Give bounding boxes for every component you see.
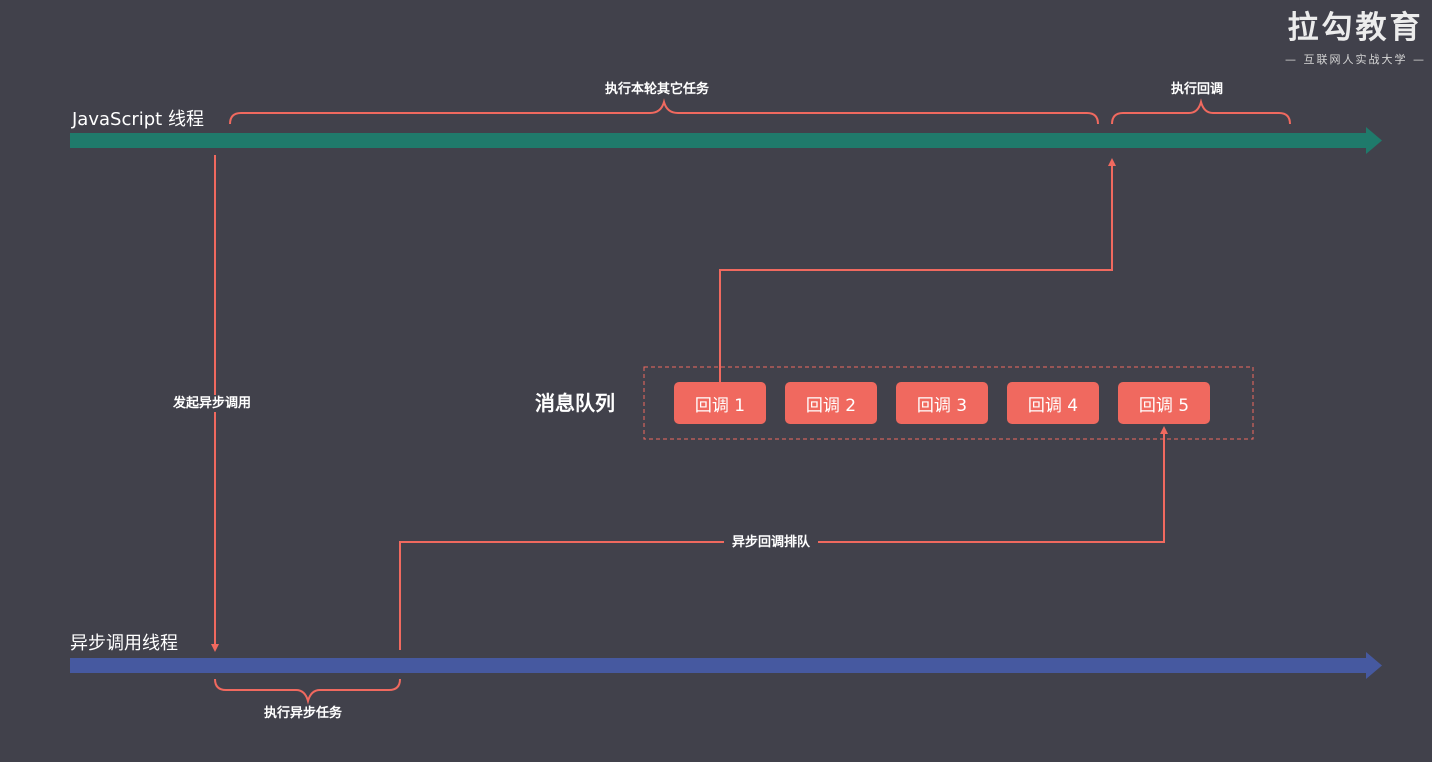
run-async-task-label: 执行异步任务: [264, 706, 343, 721]
queue-item-callback-4: 回调 4: [1007, 382, 1099, 424]
logo-tagline: — 互联网人实战大学 —: [1285, 53, 1426, 67]
queue-item-callback-5: 回调 5: [1118, 382, 1210, 424]
logo: 拉勾教育 — 互联网人实战大学 —: [1285, 10, 1426, 67]
js-thread-label: JavaScript 线程: [72, 109, 204, 130]
brace-run-callback: [1111, 98, 1291, 125]
brace-run-other-tasks: [229, 98, 1099, 125]
queue-item-callback-3: 回调 3: [896, 382, 988, 424]
enqueue-callback-label: 异步回调排队: [724, 534, 819, 551]
queue-item-callback-1: 回调 1: [674, 382, 766, 424]
run-callback-label: 执行回调: [1171, 82, 1224, 97]
start-async-call-label: 发起异步调用: [167, 395, 258, 412]
logo-brand: 拉勾教育: [1287, 10, 1424, 46]
message-queue-frame: [643, 366, 1254, 440]
dequeue-callback-connector: [719, 158, 1116, 382]
run-other-tasks-label: 执行本轮其它任务: [605, 82, 710, 97]
message-queue-label: 消息队列: [535, 391, 615, 415]
async-thread-label: 异步调用线程: [70, 633, 178, 654]
brace-run-async-task: [214, 678, 401, 705]
queue-item-callback-2: 回调 2: [785, 382, 877, 424]
js-thread-arrow: [70, 127, 1382, 154]
async-thread-arrow: [70, 652, 1382, 679]
